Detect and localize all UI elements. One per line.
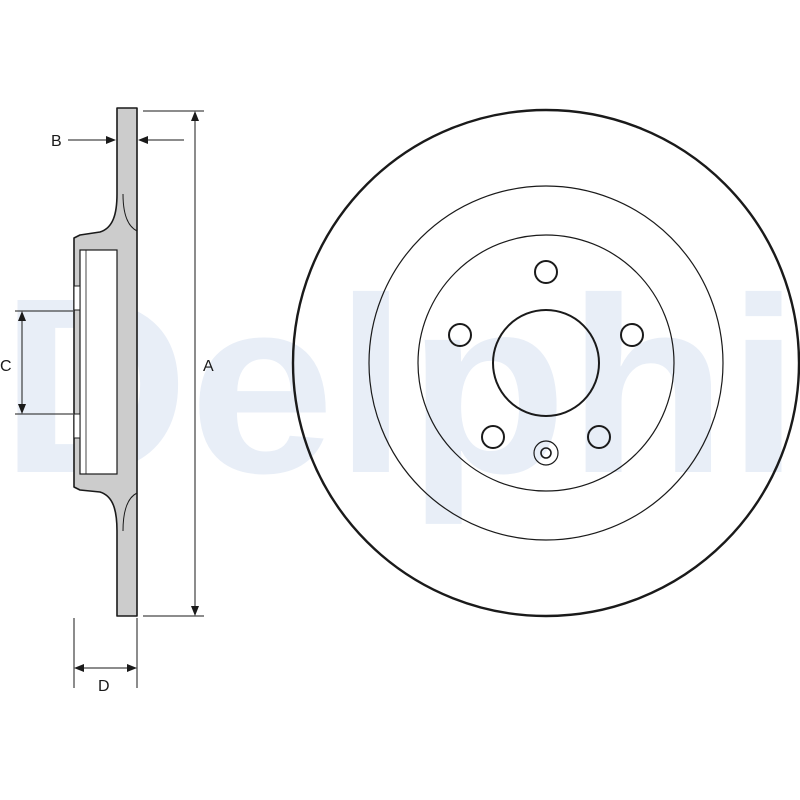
front-view bbox=[291, 108, 800, 618]
bolt-hole-3 bbox=[587, 425, 611, 449]
dimension-label-a: A bbox=[203, 358, 214, 375]
hat-outer-edge bbox=[417, 234, 675, 492]
dimension-label-d: D bbox=[98, 678, 110, 695]
hub-bore-section bbox=[79, 249, 118, 475]
dimension-arrowheads bbox=[18, 111, 199, 672]
hub-hole-upper bbox=[73, 285, 81, 311]
locating-screw-hole-inner bbox=[540, 447, 552, 459]
center-bore bbox=[492, 309, 600, 417]
bolt-hole-1 bbox=[534, 260, 558, 284]
locating-screw-hole-outer bbox=[533, 440, 559, 466]
hub-hole-lower bbox=[73, 413, 81, 439]
friction-ring-inner-edge bbox=[368, 185, 724, 541]
bolt-hole-5 bbox=[448, 323, 472, 347]
dimension-label-b: B bbox=[51, 133, 62, 150]
bolt-hole-4 bbox=[481, 425, 505, 449]
hat-fillet-upper bbox=[122, 193, 138, 232]
dimension-label-c: C bbox=[0, 358, 12, 375]
disc-outer-edge bbox=[291, 108, 800, 618]
bolt-hole-2 bbox=[620, 323, 644, 347]
side-section-view bbox=[73, 107, 138, 617]
hat-fillet-lower bbox=[122, 492, 138, 532]
dimension-lines bbox=[15, 110, 204, 688]
